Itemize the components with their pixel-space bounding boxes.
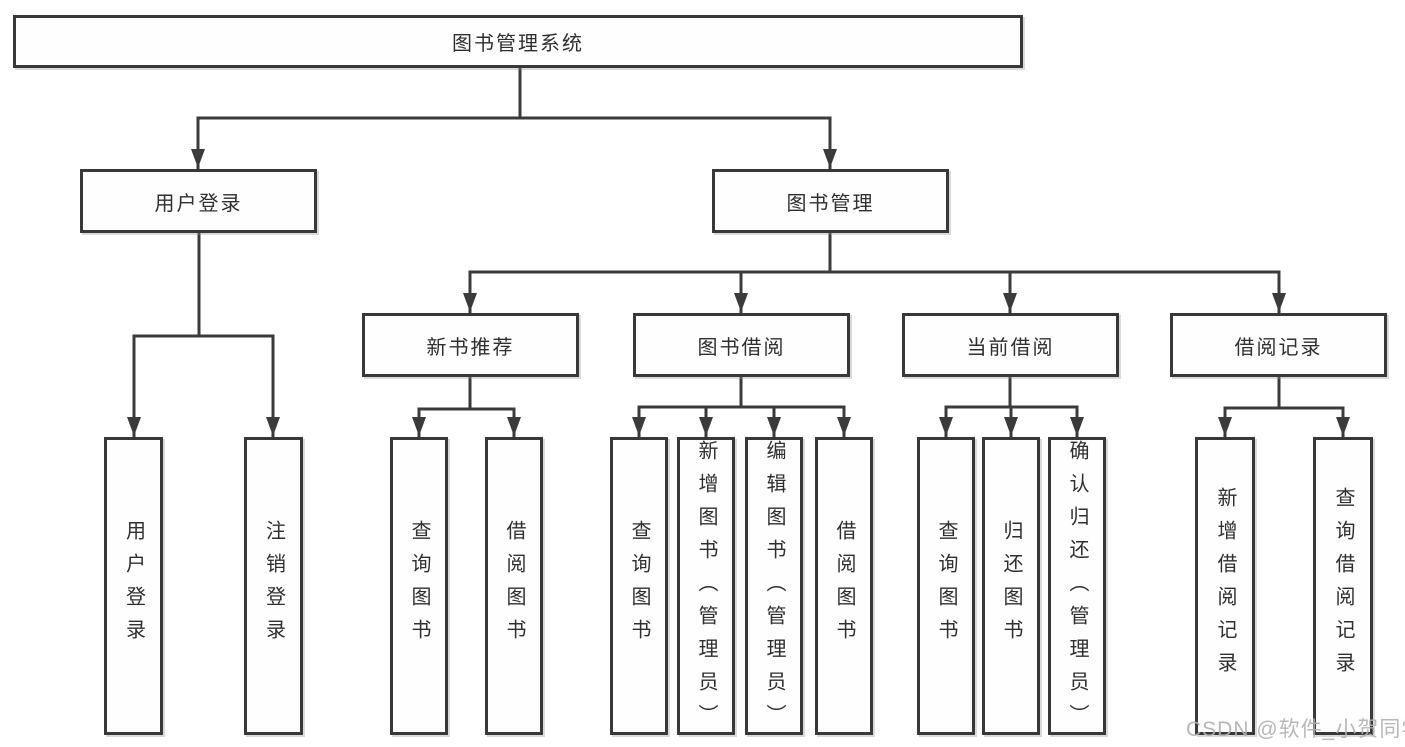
connector-borrowing-records-to-leaves: [1218, 375, 1350, 438]
leaf-confirm-return-admin-label: 确认归还（管理员）: [1066, 440, 1088, 737]
leaf-user-login-label: 用户登录: [122, 520, 145, 652]
leaf-query-books-current: 查询图书: [917, 437, 975, 735]
node-new-book-recommend: 新书推荐: [362, 313, 579, 377]
connector-new-book-recommend-to-leaves: [412, 375, 521, 438]
node-book-borrowing-label: 图书借阅: [697, 336, 786, 359]
leaf-borrow-books-recommend: 借阅图书: [485, 437, 543, 735]
node-library-management-system: 图书管理系统: [13, 15, 1023, 68]
leaf-borrow-books-borrowing-label: 借阅图书: [833, 520, 855, 652]
leaf-return-books-label: 归还图书: [1000, 520, 1022, 652]
leaf-query-books-recommend-label: 查询图书: [408, 520, 430, 652]
leaf-logout-label: 注销登录: [262, 520, 285, 652]
leaf-query-books-recommend: 查询图书: [390, 437, 448, 735]
leaf-add-borrow-record-label: 新增借阅记录: [1214, 487, 1236, 685]
connector-current-borrowing-to-leaves: [939, 375, 1084, 438]
connector-root-to-level2: [191, 66, 837, 170]
node-user-login-label: 用户登录: [154, 192, 243, 215]
node-borrowing-records-label: 借阅记录: [1234, 336, 1323, 359]
leaf-return-books: 归还图书: [982, 437, 1040, 735]
leaf-query-books-borrowing-label: 查询图书: [628, 520, 650, 652]
csdn-watermark: CSDN @软件_小贺同学: [1186, 718, 1405, 741]
connector-book-borrowing-to-leaves: [632, 375, 851, 438]
node-book-management-label: 图书管理: [786, 192, 875, 215]
node-current-borrowing-label: 当前借阅: [966, 336, 1055, 359]
node-current-borrowing: 当前借阅: [902, 313, 1119, 377]
leaf-user-login: 用户登录: [104, 437, 163, 735]
node-library-management-system-label: 图书管理系统: [452, 33, 584, 55]
leaf-borrow-books-recommend-label: 借阅图书: [503, 520, 525, 652]
node-borrowing-records: 借阅记录: [1170, 313, 1387, 377]
leaf-query-books-borrowing: 查询图书: [610, 437, 668, 735]
leaf-edit-books-admin-label: 编辑图书（管理员）: [763, 440, 785, 737]
leaf-query-books-current-label: 查询图书: [935, 520, 957, 652]
node-book-borrowing: 图书借阅: [633, 313, 850, 377]
connector-user-login-to-leaves: [127, 231, 280, 438]
leaf-query-borrow-record: 查询借阅记录: [1313, 437, 1373, 735]
node-new-book-recommend-label: 新书推荐: [426, 336, 515, 359]
leaf-borrow-books-borrowing: 借阅图书: [815, 437, 873, 735]
node-user-login: 用户登录: [80, 169, 317, 233]
leaf-query-borrow-record-label: 查询借阅记录: [1332, 487, 1354, 685]
node-book-management: 图书管理: [712, 169, 949, 233]
leaf-confirm-return-admin: 确认归还（管理员）: [1048, 437, 1106, 737]
leaf-edit-books-admin: 编辑图书（管理员）: [745, 437, 803, 737]
connector-book-management-to-level3: [463, 231, 1286, 314]
leaf-logout: 注销登录: [244, 437, 303, 735]
leaf-add-borrow-record: 新增借阅记录: [1195, 437, 1255, 735]
leaf-add-books-admin-label: 新增图书（管理员）: [695, 440, 717, 737]
leaf-add-books-admin: 新增图书（管理员）: [677, 437, 735, 737]
